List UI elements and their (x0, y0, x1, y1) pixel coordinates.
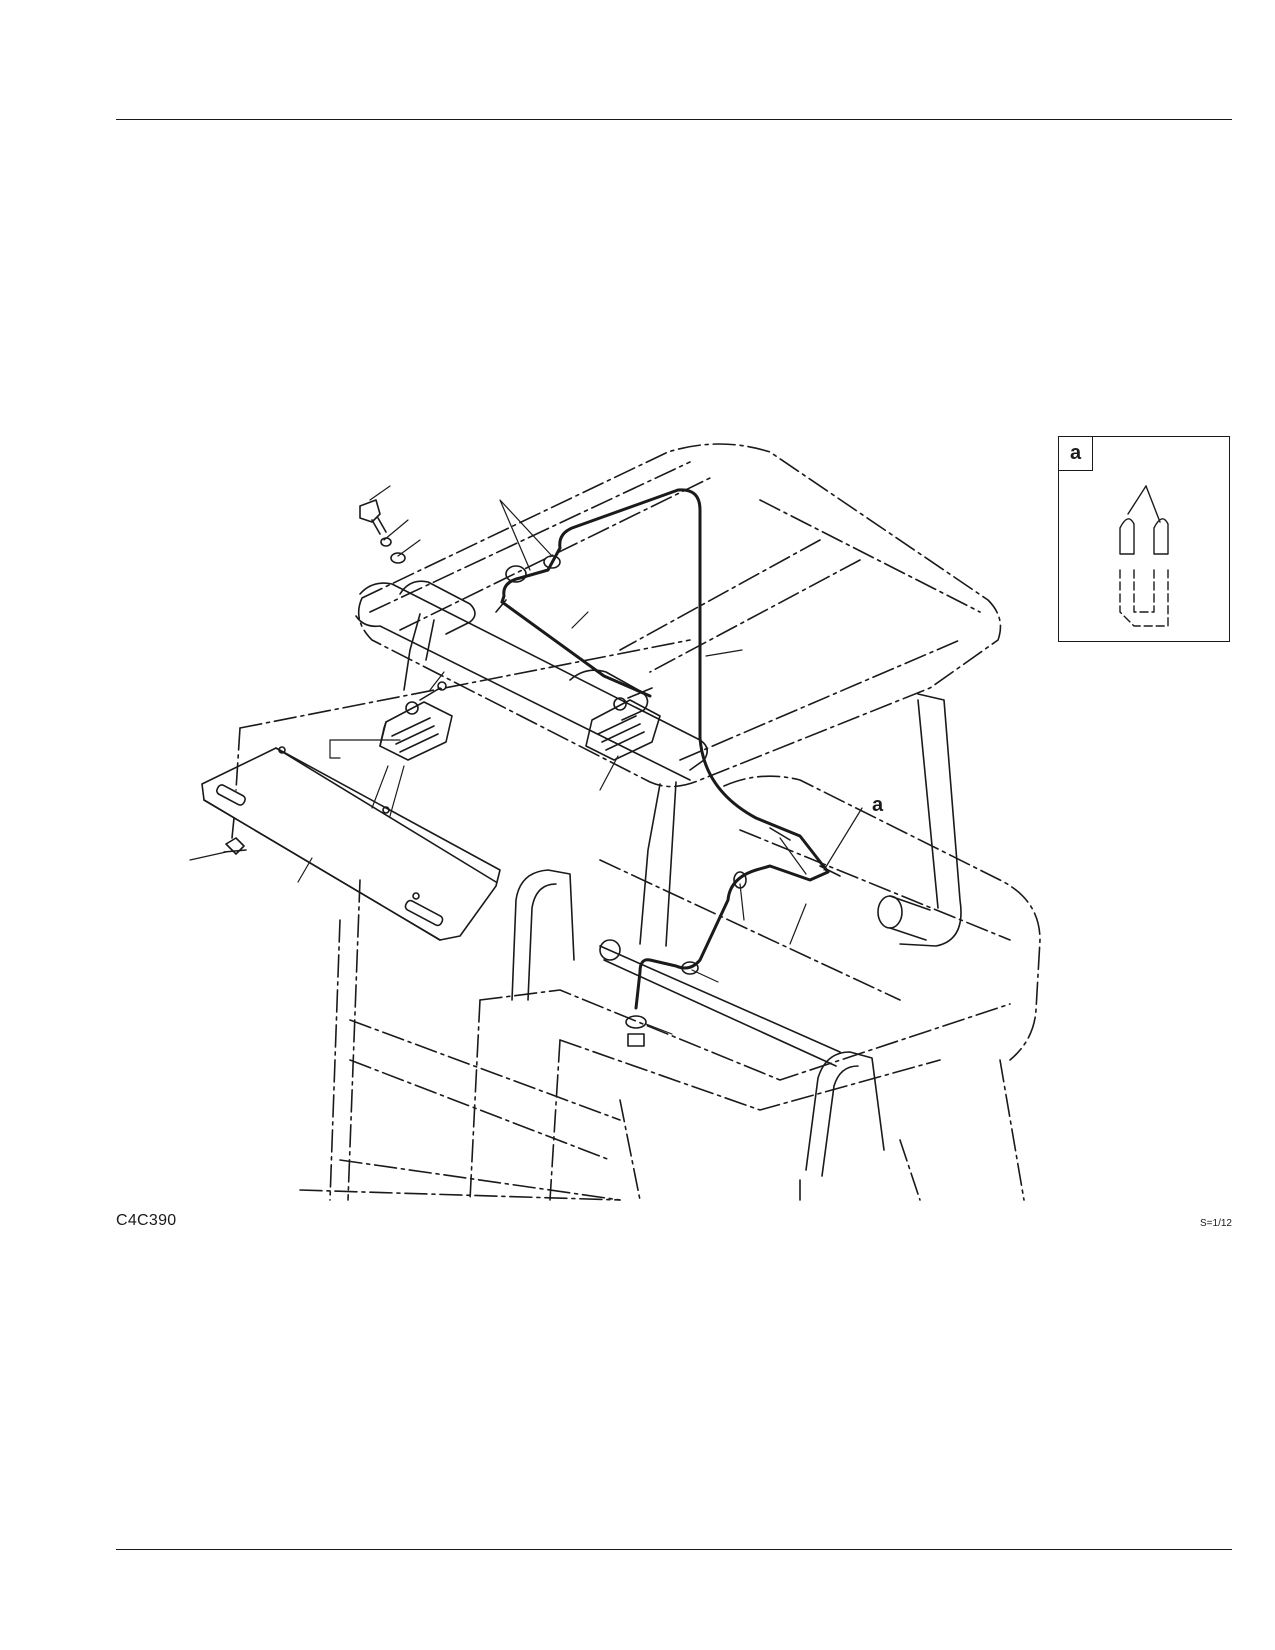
harness-fittings (495, 555, 841, 1047)
detail-a-label: a (1059, 437, 1093, 471)
flange-bolt (223, 817, 247, 855)
roof-front-tube (355, 582, 708, 781)
rear-crossbar (599, 895, 931, 1067)
figure-id: C4C390 (116, 1212, 177, 1229)
work-lamp-right (585, 687, 661, 761)
detail-a-clips (1119, 485, 1169, 627)
footer-rule (116, 1549, 1232, 1550)
roof-canopy (357, 443, 1002, 788)
header-rule (116, 119, 1232, 120)
detail-a-callout: a (872, 794, 884, 816)
work-lamp-left (379, 681, 453, 761)
scale-label: S=1/12 (1200, 1218, 1232, 1229)
grab-handles (511, 869, 885, 1177)
bolt-and-washers (359, 499, 406, 564)
front-guard-panel (201, 746, 501, 941)
hood (235, 639, 1041, 1201)
rops-posts (639, 693, 962, 947)
detail-a-inset: a (1058, 436, 1230, 642)
leader-lines (189, 485, 863, 1035)
